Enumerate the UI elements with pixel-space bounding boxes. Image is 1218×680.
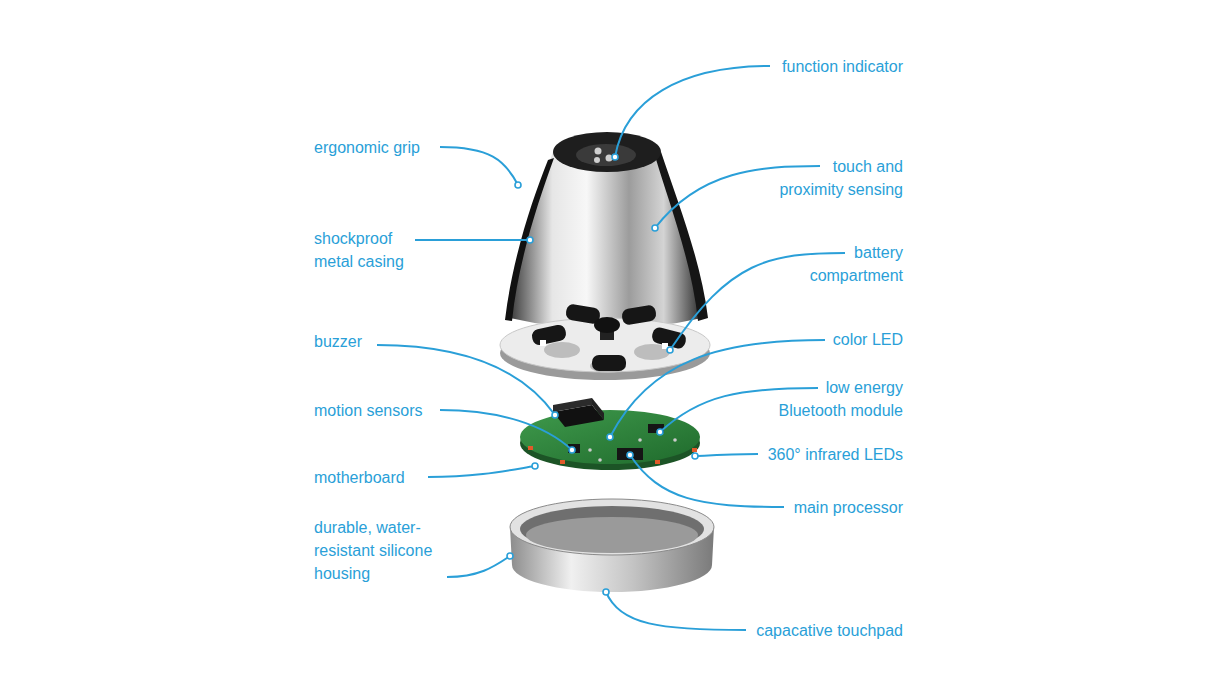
leader-dots: [507, 154, 698, 595]
part-label: motion sensors: [314, 399, 423, 422]
leader-lines: [377, 66, 845, 630]
part-label: color LED: [833, 328, 903, 351]
part-label: capacative touchpad: [756, 619, 903, 642]
part-label: shockproof metal casing: [314, 227, 414, 273]
part-label: main processor: [794, 496, 903, 519]
part-label: ergonomic grip: [314, 136, 420, 159]
part-label: battery compartment: [772, 241, 903, 287]
part-label: buzzer: [314, 330, 362, 353]
battery-plate: [500, 303, 710, 380]
part-label: low energy Bluetooth module: [772, 376, 903, 422]
part-label: touch and proximity sensing: [772, 155, 903, 201]
part-label: function indicator: [782, 55, 903, 78]
part-label: durable, water-resistant silicone housin…: [314, 516, 434, 585]
motherboard: [520, 398, 700, 470]
part-label: motherboard: [314, 466, 405, 489]
part-label: 360° infrared LEDs: [768, 443, 903, 466]
silicone-housing: [510, 499, 714, 592]
metal-casing: [505, 132, 708, 329]
